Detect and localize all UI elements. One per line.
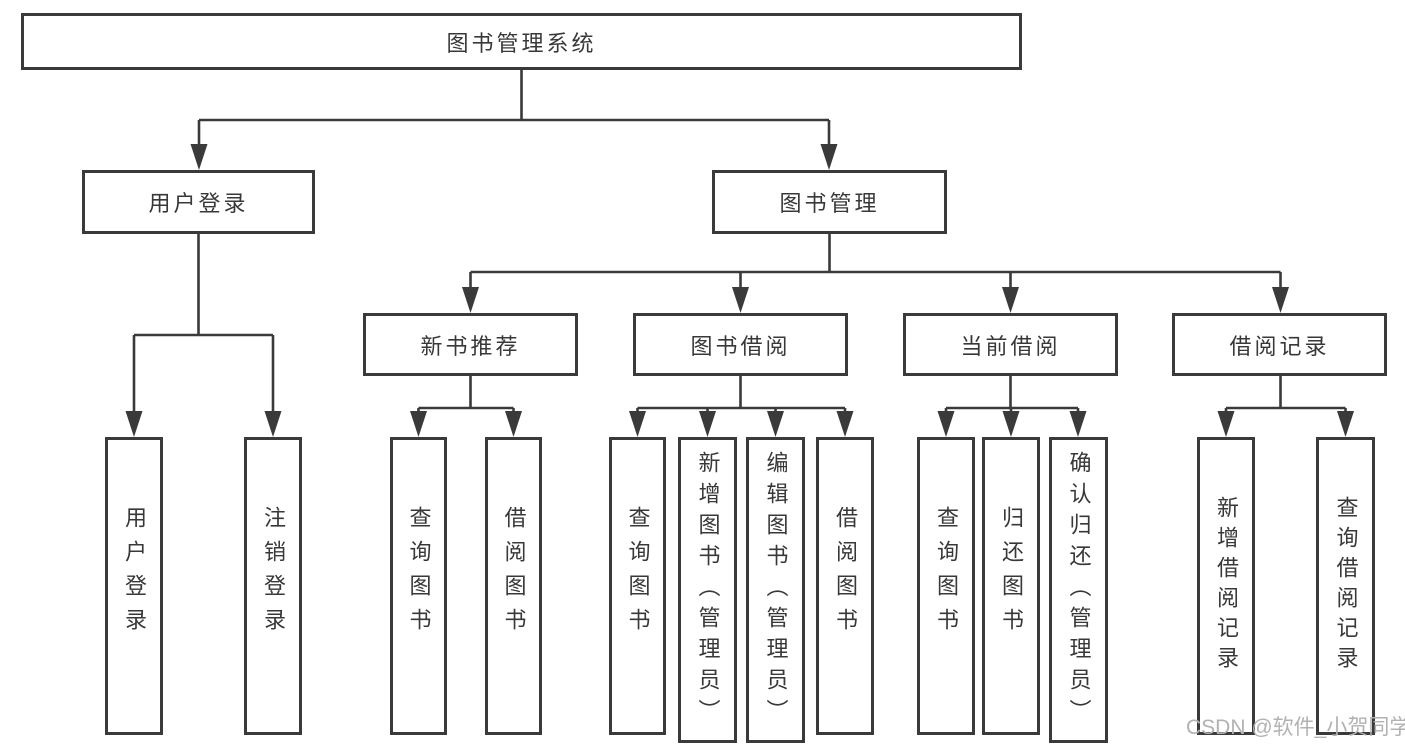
arrowhead-icon [767, 411, 784, 437]
arrowhead-icon [629, 411, 646, 437]
arrowhead-icon [1069, 411, 1087, 437]
connector-book-borrow-to-leaves [629, 376, 854, 437]
leaf-borrow-books: 借阅图书 [485, 437, 542, 735]
arrowhead-icon [505, 411, 522, 437]
node-root: 图书管理系统 [21, 13, 1022, 70]
leaf-edit-books-admin: 编辑图书（管理员） [746, 437, 805, 743]
arrowhead-icon [937, 411, 955, 437]
node-borrow-records: 借阅记录 [1172, 313, 1387, 376]
arrowhead-icon [1002, 287, 1019, 313]
arrowhead-icon [125, 411, 143, 437]
leaf-logout: 注销登录 [244, 437, 302, 735]
arrowhead-icon [836, 411, 854, 437]
arrowhead-icon [190, 144, 208, 170]
node-user-login: 用户登录 [82, 170, 315, 234]
connector-new-book-recommend-to-leaves [410, 376, 522, 437]
arrowhead-icon [462, 287, 479, 313]
arrowhead-icon [699, 411, 716, 437]
connector-borrow-records-to-leaves [1217, 376, 1354, 437]
leaf-borrow-books: 借阅图书 [816, 437, 874, 735]
connector-current-borrow-to-leaves [937, 376, 1087, 437]
leaf-query-books: 查询图书 [609, 437, 666, 735]
connector-book-management-to-level3 [462, 233, 1289, 313]
arrowhead-icon [732, 287, 749, 313]
leaf-user-login: 用户登录 [105, 437, 163, 735]
leaf-confirm-return-admin: 确认归还（管理员） [1049, 437, 1108, 743]
leaf-add-books-admin: 新增图书（管理员） [678, 437, 737, 743]
arrowhead-icon [820, 144, 838, 170]
leaf-query-books: 查询图书 [390, 437, 447, 735]
arrowhead-icon [1217, 411, 1235, 437]
watermark: CSDN @软件_小贺同学 [1186, 716, 1405, 739]
arrowhead-icon [1337, 411, 1354, 437]
arrowhead-icon [410, 411, 427, 437]
arrowhead-icon [1002, 411, 1020, 437]
arrowhead-icon [264, 411, 282, 437]
node-current-borrow: 当前借阅 [903, 313, 1118, 376]
node-new-book-recommend: 新书推荐 [363, 313, 578, 376]
leaf-add-borrow-record: 新增借阅记录 [1197, 437, 1255, 735]
leaf-query-borrow-record: 查询借阅记录 [1316, 437, 1375, 735]
arrowhead-icon [1272, 287, 1289, 313]
node-book-management: 图书管理 [712, 170, 947, 234]
connector-root-to-level2 [190, 69, 838, 170]
leaf-return-books: 归还图书 [982, 437, 1040, 735]
leaf-query-books: 查询图书 [917, 437, 975, 735]
node-book-borrow: 图书借阅 [633, 313, 848, 376]
connector-user-login-to-leaves [125, 233, 282, 437]
